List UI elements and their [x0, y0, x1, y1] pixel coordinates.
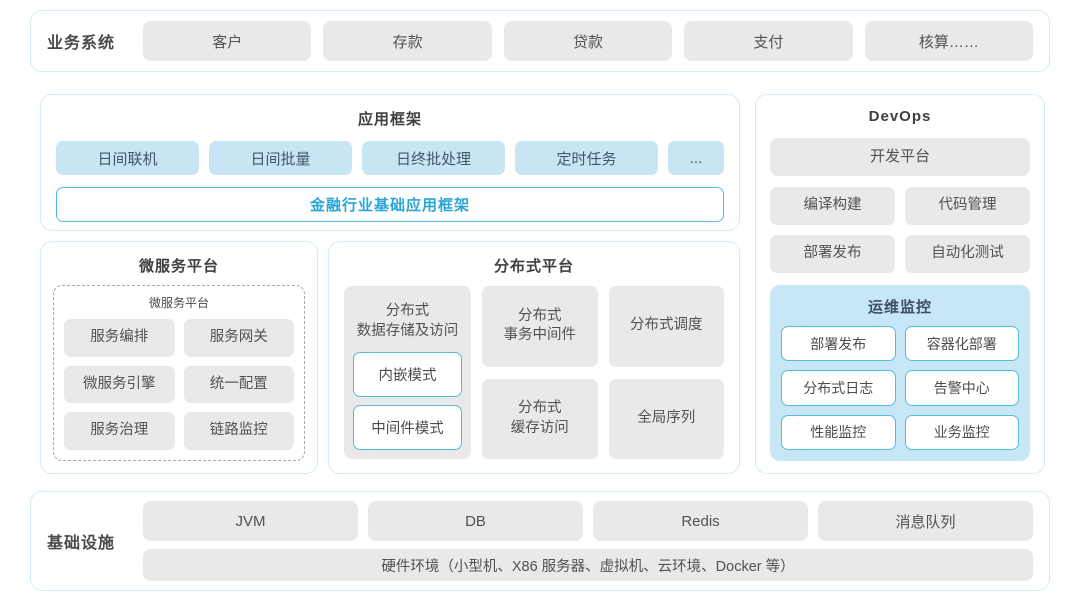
- module-daytime-batch: 日间批量: [209, 141, 352, 175]
- ms-microservice-engine: 微服务引擎: [64, 365, 175, 404]
- microservice-grid: 服务编排 服务网关 微服务引擎 统一配置 服务治理 链路监控: [64, 319, 294, 450]
- platform-row: 微服务平台 微服务平台 服务编排 服务网关 微服务引擎 统一配置 服务治理 链路…: [40, 241, 740, 474]
- app-framework-title: 应用框架: [357, 111, 422, 128]
- devops-title: DevOps: [868, 108, 932, 125]
- devops-section: DevOps 开发平台 编译构建 代码管理 部署发布 自动化测试 运维监控 部署…: [755, 94, 1045, 474]
- hardware-environment-box: 硬件环境（小型机、X86 服务器、虚拟机、云环境、Docker 等）: [143, 549, 1033, 581]
- ms-service-governance: 服务治理: [64, 412, 175, 450]
- middle-left-column: 应用框架 日间联机 日间批量 日终批处理 定时任务 ... 金融行业基础应用框架…: [40, 94, 740, 474]
- dev-platform-box: 开发平台: [770, 138, 1030, 176]
- ops-monitoring-title: 运维监控: [867, 299, 932, 316]
- module-scheduled-task: 定时任务: [515, 141, 658, 175]
- app-framework-section: 应用框架 日间联机 日间批量 日终批处理 定时任务 ... 金融行业基础应用框架: [40, 94, 740, 231]
- infra-redis: Redis: [593, 501, 808, 541]
- business-item-deposit: 存款: [323, 21, 492, 61]
- distributed-scheduling: 分布式调度: [608, 286, 724, 367]
- infra-jvm: JVM: [143, 501, 358, 541]
- devops-tools-grid: 编译构建 代码管理 部署发布 自动化测试: [770, 187, 1030, 273]
- module-ellipsis: ...: [668, 141, 724, 175]
- distributed-cache-access: 分布式 缓存访问: [482, 378, 598, 459]
- global-sequence: 全局序列: [608, 378, 724, 459]
- business-item-loan: 贷款: [503, 21, 673, 61]
- automated-testing-box: 自动化测试: [905, 235, 1030, 273]
- business-item-customer: 客户: [143, 21, 312, 61]
- module-daytime-online: 日间联机: [56, 141, 199, 175]
- microservice-section: 微服务平台 微服务平台 服务编排 服务网关 微服务引擎 统一配置 服务治理 链路…: [40, 241, 318, 474]
- business-items: 客户 存款 贷款 支付 核算……: [143, 21, 1034, 61]
- ops-deploy-release: 部署发布: [781, 326, 896, 362]
- embedded-mode-box: 内嵌模式: [353, 351, 462, 397]
- middle-area: 应用框架 日间联机 日间批量 日终批处理 定时任务 ... 金融行业基础应用框架…: [40, 94, 1045, 474]
- microservice-inner-title: 微服务平台: [148, 296, 209, 310]
- base-framework-box: 金融行业基础应用框架: [56, 187, 724, 222]
- ops-distributed-log: 分布式日志: [781, 370, 896, 406]
- ops-monitoring-grid: 部署发布 容器化部署 分布式日志 告警中心 性能监控 业务监控: [781, 326, 1019, 450]
- ops-alert-center: 告警中心: [904, 370, 1019, 406]
- ms-unified-config: 统一配置: [183, 365, 294, 404]
- distributed-body: 分布式 数据存储及访问 内嵌模式 中间件模式 分布式 事务中间件 分布式 缓存访…: [344, 286, 724, 459]
- ops-monitoring-panel: 运维监控 部署发布 容器化部署 分布式日志 告警中心 性能监控 业务监控: [770, 285, 1030, 461]
- distributed-transaction-middleware: 分布式 事务中间件: [482, 286, 598, 367]
- architecture-diagram: 业务系统 客户 存款 贷款 支付 核算…… 应用框架 日间联机 日间批量 日终批…: [0, 10, 1080, 612]
- code-management-box: 代码管理: [905, 187, 1030, 225]
- deploy-release-box: 部署发布: [770, 235, 895, 273]
- infrastructure-label: 基础设施: [47, 535, 116, 552]
- business-system-label: 业务系统: [47, 35, 116, 52]
- middleware-mode-box: 中间件模式: [353, 404, 462, 450]
- infrastructure-items: JVM DB Redis 消息队列: [143, 501, 1033, 541]
- ops-container-deploy: 容器化部署: [904, 326, 1019, 362]
- distributed-storage-label: 分布式 数据存储及访问: [356, 303, 459, 340]
- distributed-column-1: 分布式 事务中间件 分布式 缓存访问: [482, 286, 598, 459]
- ops-performance-monitoring: 性能监控: [781, 414, 896, 450]
- compile-build-box: 编译构建: [770, 187, 895, 225]
- microservice-inner-box: 微服务平台 服务编排 服务网关 微服务引擎 统一配置 服务治理 链路监控: [53, 285, 305, 461]
- business-system-section: 业务系统 客户 存款 贷款 支付 核算……: [30, 10, 1050, 72]
- ms-service-gateway: 服务网关: [183, 319, 294, 357]
- distributed-storage-box: 分布式 数据存储及访问 内嵌模式 中间件模式: [344, 286, 471, 459]
- module-eod-batch: 日终批处理: [362, 141, 505, 175]
- ms-service-orchestration: 服务编排: [64, 319, 175, 357]
- distributed-title: 分布式平台: [493, 258, 574, 275]
- business-item-payment: 支付: [684, 21, 853, 61]
- infrastructure-section: 基础设施 JVM DB Redis 消息队列 硬件环境（小型机、X86 服务器、…: [30, 491, 1050, 591]
- infra-message-queue: 消息队列: [818, 501, 1033, 541]
- distributed-column-2: 分布式调度 全局序列: [608, 286, 724, 459]
- ops-business-monitoring: 业务监控: [904, 414, 1019, 450]
- distributed-section: 分布式平台 分布式 数据存储及访问 内嵌模式 中间件模式 分布式 事务中间件 分…: [328, 241, 740, 474]
- infrastructure-content: JVM DB Redis 消息队列 硬件环境（小型机、X86 服务器、虚拟机、云…: [143, 501, 1033, 581]
- infra-db: DB: [368, 501, 583, 541]
- business-item-accounting: 核算……: [864, 21, 1034, 61]
- microservice-title: 微服务平台: [138, 258, 219, 275]
- ms-trace-monitoring: 链路监控: [183, 412, 294, 450]
- app-framework-modules: 日间联机 日间批量 日终批处理 定时任务 ...: [56, 141, 724, 175]
